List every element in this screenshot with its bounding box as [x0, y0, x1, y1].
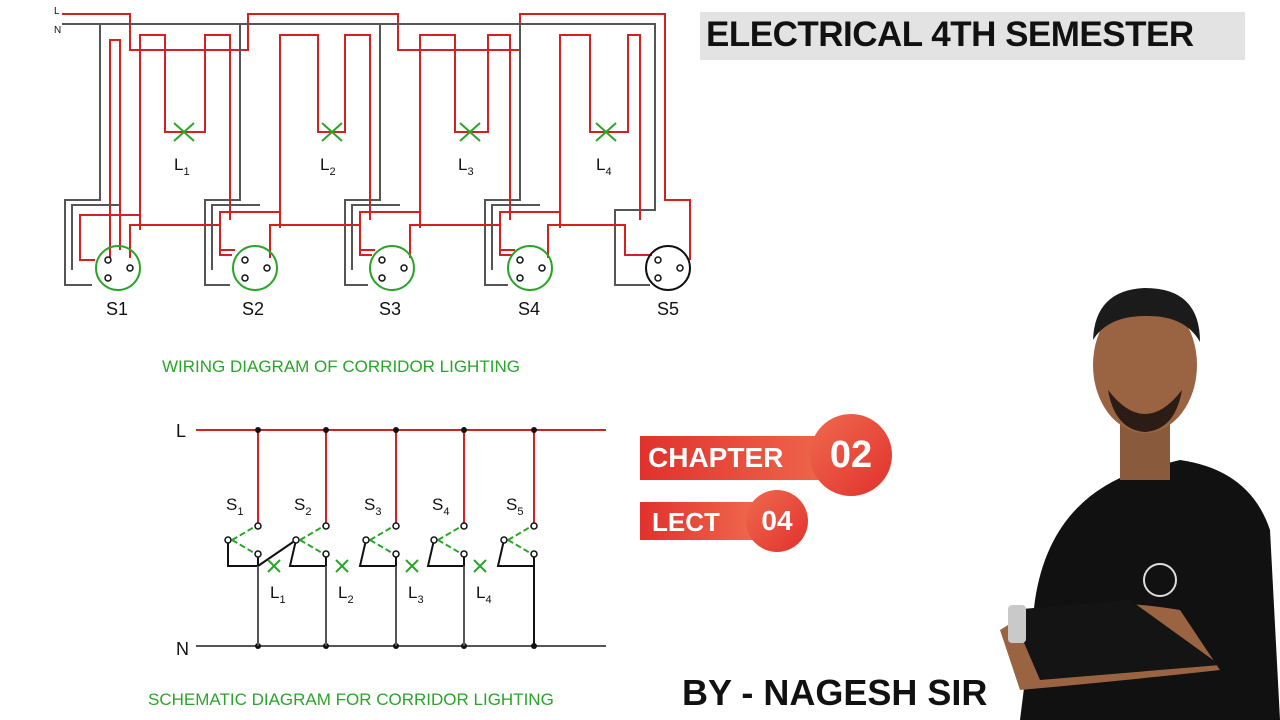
schematic-lamp-symbols	[267, 559, 487, 573]
schematic-lamp-label-1: L1	[270, 583, 286, 606]
wiring-switch-label-1: S1	[106, 299, 128, 319]
lamp-feed-1	[109, 39, 121, 260]
schematic-lamp-label-3: L3	[408, 583, 424, 606]
neutral-wire-5	[520, 23, 656, 286]
lecture-number-circle: 04	[746, 490, 808, 552]
traveler-wires	[79, 211, 652, 261]
switch-symbols	[95, 245, 691, 291]
schematic-lamp-label-4: L4	[476, 583, 492, 606]
schematic-switch-label-2: S2	[294, 495, 311, 518]
wiring-lamp-label-4: L4	[596, 155, 612, 178]
page-title: ELECTRICAL 4TH SEMESTER	[706, 15, 1194, 54]
wiring-lamp-label-3: L3	[458, 155, 474, 178]
schematic-neutral-label: N	[176, 639, 189, 659]
schematic-line-label: L	[176, 421, 186, 441]
neutral-wire-4	[380, 23, 521, 286]
schematic-switch-label-4: S4	[432, 495, 449, 518]
schematic-lamp-drops	[257, 566, 465, 646]
supply-label-l: L	[54, 6, 60, 17]
neutral-wire-2	[100, 23, 241, 286]
title-banner: ELECTRICAL 4TH SEMESTER	[700, 12, 1245, 60]
chapter-badge: CHAPTER	[640, 436, 840, 480]
lamp-loop-2	[279, 34, 371, 220]
chapter-label: CHAPTER	[648, 442, 784, 473]
schematic-diagram-caption: SCHEMATIC DIAGRAM FOR CORRIDOR LIGHTING	[148, 690, 554, 709]
neutral-wire-3	[240, 23, 381, 286]
author-byline: BY - NAGESH SIR	[682, 672, 988, 713]
return-wires	[71, 204, 540, 270]
schematic-switch-blades	[231, 525, 533, 555]
neutral-main-wire	[62, 23, 101, 286]
schematic-switch-label-3: S3	[364, 495, 381, 518]
schematic-switch-wiring	[227, 539, 535, 646]
lamp-loop-1	[139, 34, 231, 220]
chapter-number-circle: 02	[810, 414, 892, 496]
wiring-diagram-caption: WIRING DIAGRAM OF CORRIDOR LIGHTING	[162, 357, 520, 376]
schematic-diagram: L N	[176, 421, 606, 659]
wiring-diagram: L N L1 L2 L3 L4	[54, 6, 691, 319]
lamp-symbols	[173, 122, 617, 142]
lamp-loop-3	[419, 34, 511, 220]
switch-contacts	[104, 256, 684, 282]
lecture-label: LECT	[652, 507, 720, 537]
schematic-switch-contacts	[224, 522, 538, 558]
wiring-lamp-label-1: L1	[174, 155, 190, 178]
lamp-loop-4	[559, 34, 641, 220]
wiring-switch-label-4: S4	[518, 299, 540, 319]
schematic-lamp-label-2: L2	[338, 583, 354, 606]
supply-label-n: N	[54, 25, 61, 36]
lecture-badge: LECT	[640, 502, 760, 540]
wiring-switch-label-5: S5	[657, 299, 679, 319]
wiring-lamp-label-2: L2	[320, 155, 336, 178]
schematic-phase-drops	[257, 430, 535, 526]
wiring-switch-label-3: S3	[379, 299, 401, 319]
wiring-switch-label-2: S2	[242, 299, 264, 319]
phase-main-wire	[62, 13, 691, 260]
schematic-switch-label-1: S1	[226, 495, 243, 518]
presenter-photo	[1000, 288, 1280, 720]
schematic-switch-label-5: S5	[506, 495, 523, 518]
